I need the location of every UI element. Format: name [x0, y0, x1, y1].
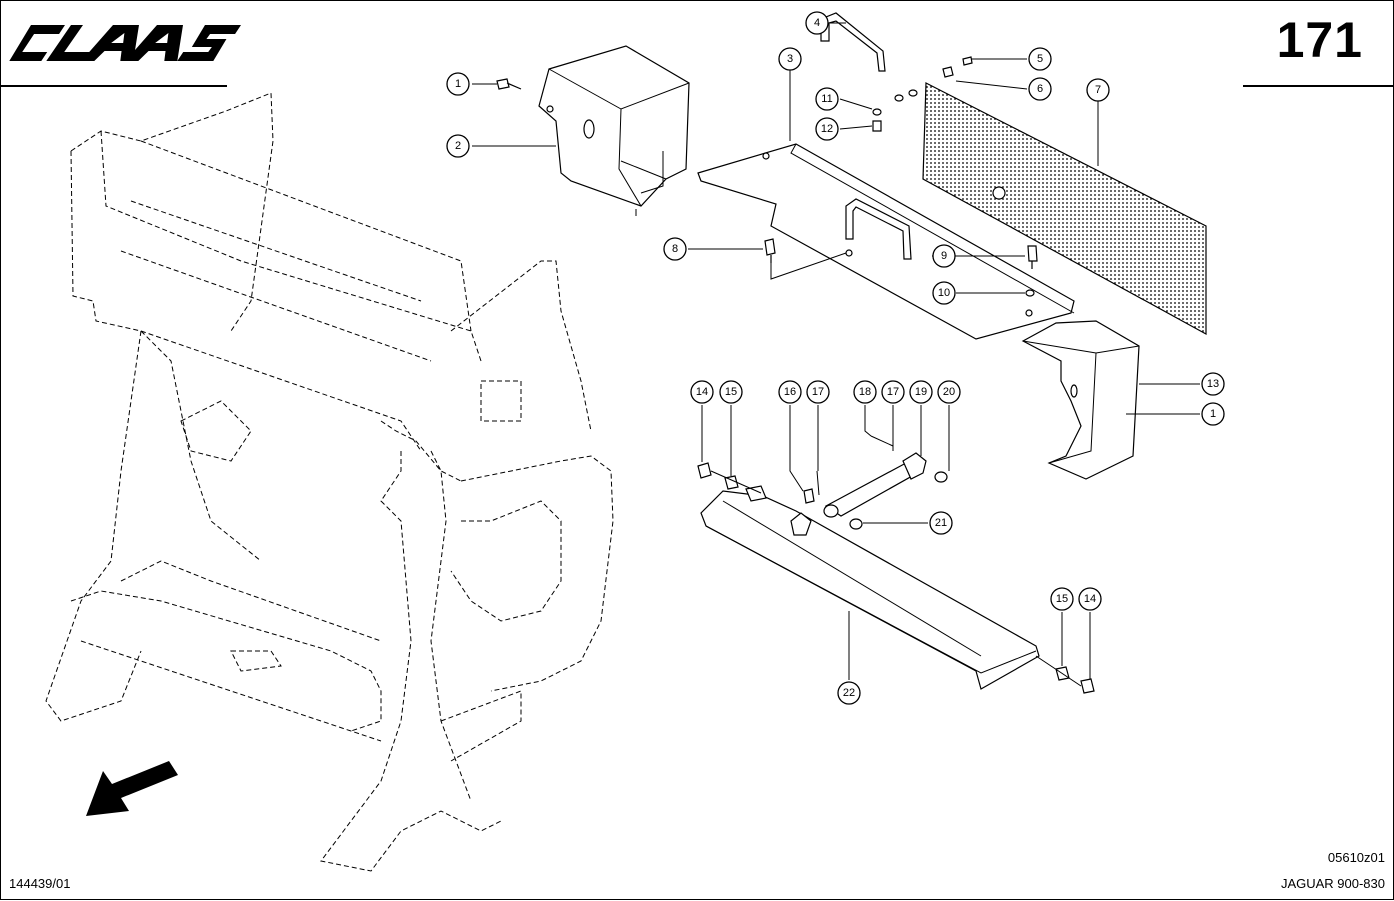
callout-label: 6: [1037, 83, 1043, 95]
callout-3: 3: [778, 47, 802, 71]
callout-21: 21: [929, 511, 953, 535]
callout-label: 13: [1207, 378, 1219, 390]
callout-label: 8: [672, 243, 678, 255]
callout-5: 5: [1028, 47, 1052, 71]
callout-label: 15: [725, 386, 737, 398]
callout-17a: 17: [806, 380, 830, 404]
callout-label: 17: [812, 386, 824, 398]
callout-15a: 15: [719, 380, 743, 404]
callout-label: 10: [938, 287, 950, 299]
callout-4: 4: [805, 11, 829, 35]
callout-label: 11: [821, 93, 832, 105]
callout-22: 22: [837, 681, 861, 705]
frame-assembly-dashed: [45, 92, 614, 872]
callout-label: 7: [1095, 84, 1101, 96]
callout-label: 14: [696, 386, 708, 398]
callout-2: 2: [446, 134, 470, 158]
perforated-screen-part-7: [922, 82, 1207, 336]
callout-label: 12: [821, 123, 833, 135]
callout-1a: 1: [446, 72, 470, 96]
callout-label: 16: [784, 386, 796, 398]
callout-15b: 15: [1050, 587, 1074, 611]
header-rule-left: [1, 85, 227, 87]
callout-label: 14: [1084, 593, 1096, 605]
callout-label: 9: [941, 250, 947, 262]
callout-label: 22: [843, 687, 855, 699]
travel-direction-arrow-icon: [86, 761, 178, 816]
callout-label: 4: [814, 17, 820, 29]
callout-label: 17: [887, 386, 899, 398]
figure-code: 05610z01: [1327, 850, 1385, 865]
gas-strut-assembly: [803, 411, 948, 530]
bolt-set-left: [697, 462, 762, 494]
callout-6: 6: [1028, 77, 1052, 101]
callout-label: 2: [455, 140, 461, 152]
callout-17b: 17: [881, 380, 905, 404]
callout-label: 5: [1037, 53, 1043, 65]
callout-12: 12: [815, 117, 839, 141]
callout-label: 19: [915, 386, 927, 398]
callout-9: 9: [932, 244, 956, 268]
bolt-set-right: [1035, 655, 1095, 694]
page-number: 171: [1276, 12, 1363, 68]
model-name: JAGUAR 900-830: [1280, 876, 1385, 891]
side-guard-part-13: [1021, 320, 1140, 480]
callout-label: 15: [1056, 593, 1068, 605]
callout-20: 20: [937, 380, 961, 404]
shield-part-22: [700, 485, 1040, 690]
claas-logo: [9, 25, 241, 61]
callout-label: 21: [935, 517, 947, 529]
callout-label: 3: [787, 53, 793, 65]
callout-18: 18: [853, 380, 877, 404]
callout-label: 1: [455, 78, 461, 90]
callout-14b: 14: [1078, 587, 1102, 611]
callout-1b: 1: [1201, 402, 1225, 426]
callout-label: 20: [943, 386, 955, 398]
callout-13: 13: [1201, 372, 1225, 396]
callout-11: 11: [815, 87, 839, 111]
callout-16: 16: [778, 380, 802, 404]
callout-label: 18: [859, 386, 871, 398]
callout-19: 19: [909, 380, 933, 404]
plate-part-3: [697, 143, 1075, 340]
callout-14a: 14: [690, 380, 714, 404]
callout-10: 10: [932, 281, 956, 305]
callout-8: 8: [663, 237, 687, 261]
header-rule-right: [1243, 85, 1393, 87]
callout-7: 7: [1086, 78, 1110, 102]
guard-part-2: [538, 45, 690, 216]
callout-label: 1: [1210, 408, 1216, 420]
document-code: 144439/01: [9, 876, 71, 891]
